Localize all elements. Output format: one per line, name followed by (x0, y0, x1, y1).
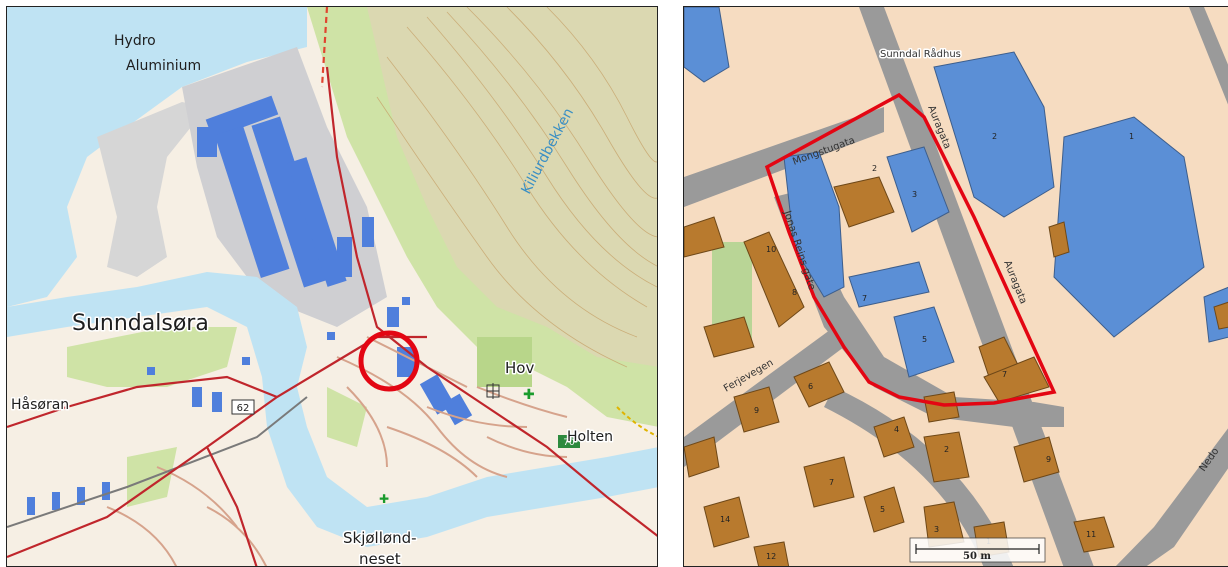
riverside-park (67, 327, 237, 387)
building-number: 5 (880, 505, 885, 514)
label-sunndalsora: Sunndalsøra (72, 311, 209, 336)
fjord-water (7, 7, 307, 307)
route-70-label: 70 (563, 438, 575, 448)
building-number: 9 (1046, 455, 1051, 464)
health-cross-icon: ✚ (523, 387, 535, 403)
highlight-circle (358, 330, 420, 392)
building-number: 1 (1129, 132, 1134, 141)
church-icon (486, 383, 500, 399)
building-number: 11 (1086, 530, 1096, 539)
building-number: 10 (766, 245, 776, 254)
site-boundary (764, 92, 1057, 407)
label-hov: Hov (505, 359, 534, 377)
label-aluminium: Aluminium (126, 58, 201, 74)
label-hydro: Hydro (114, 33, 156, 49)
health-cross-icon-2: ✚ (379, 492, 389, 506)
label-neset: neset (359, 550, 401, 567)
building-number: 2 (944, 445, 949, 454)
label-hasoran: Håsøran (11, 396, 69, 413)
industrial-buildings (197, 95, 473, 426)
building-number: 2 (992, 132, 997, 141)
building-number: 6 (808, 382, 813, 391)
label-skjollond: Skjøllønd- (343, 529, 417, 547)
building-number: 7 (829, 478, 834, 487)
residential-buildings (27, 297, 410, 515)
public-buildings (684, 7, 1228, 378)
building-number: 7 (862, 294, 867, 303)
river (7, 272, 657, 547)
building-number: 2 (872, 164, 877, 173)
building-number: 3 (934, 525, 939, 534)
railway-line (7, 396, 308, 528)
building-number: 12 (766, 552, 776, 561)
building-number: 9 (754, 406, 759, 415)
route-62-shield: 62 (231, 399, 255, 415)
hov-park (477, 337, 532, 387)
contour-lines (376, 7, 657, 368)
mountain-rock (367, 7, 657, 367)
building-number: 14 (720, 515, 730, 524)
building-number: 4 (894, 425, 899, 434)
building-number: 8 (792, 288, 797, 297)
small-park (327, 387, 367, 447)
overview-map-canvas: 62 70 Hydro Aluminium Sunndalsøra Håsøra… (7, 7, 657, 567)
building-number: 7 (1002, 370, 1007, 379)
harbour-quay (97, 102, 207, 277)
building-number: 5 (922, 335, 927, 344)
proposed-road (320, 7, 329, 88)
route-62-label: 62 (237, 403, 250, 414)
scale-bar: 50 m (909, 537, 1046, 563)
building-number: 3 (912, 190, 917, 199)
scale-label: 50 m (963, 551, 991, 562)
label-sunndal-radhus: Sunndal Rådhus (880, 47, 961, 60)
overview-topographic-map[interactable]: 62 70 Hydro Aluminium Sunndalsøra Håsøra… (6, 6, 658, 567)
label-holten: Holten (567, 429, 613, 445)
route-70-shield: 70 (558, 435, 580, 448)
